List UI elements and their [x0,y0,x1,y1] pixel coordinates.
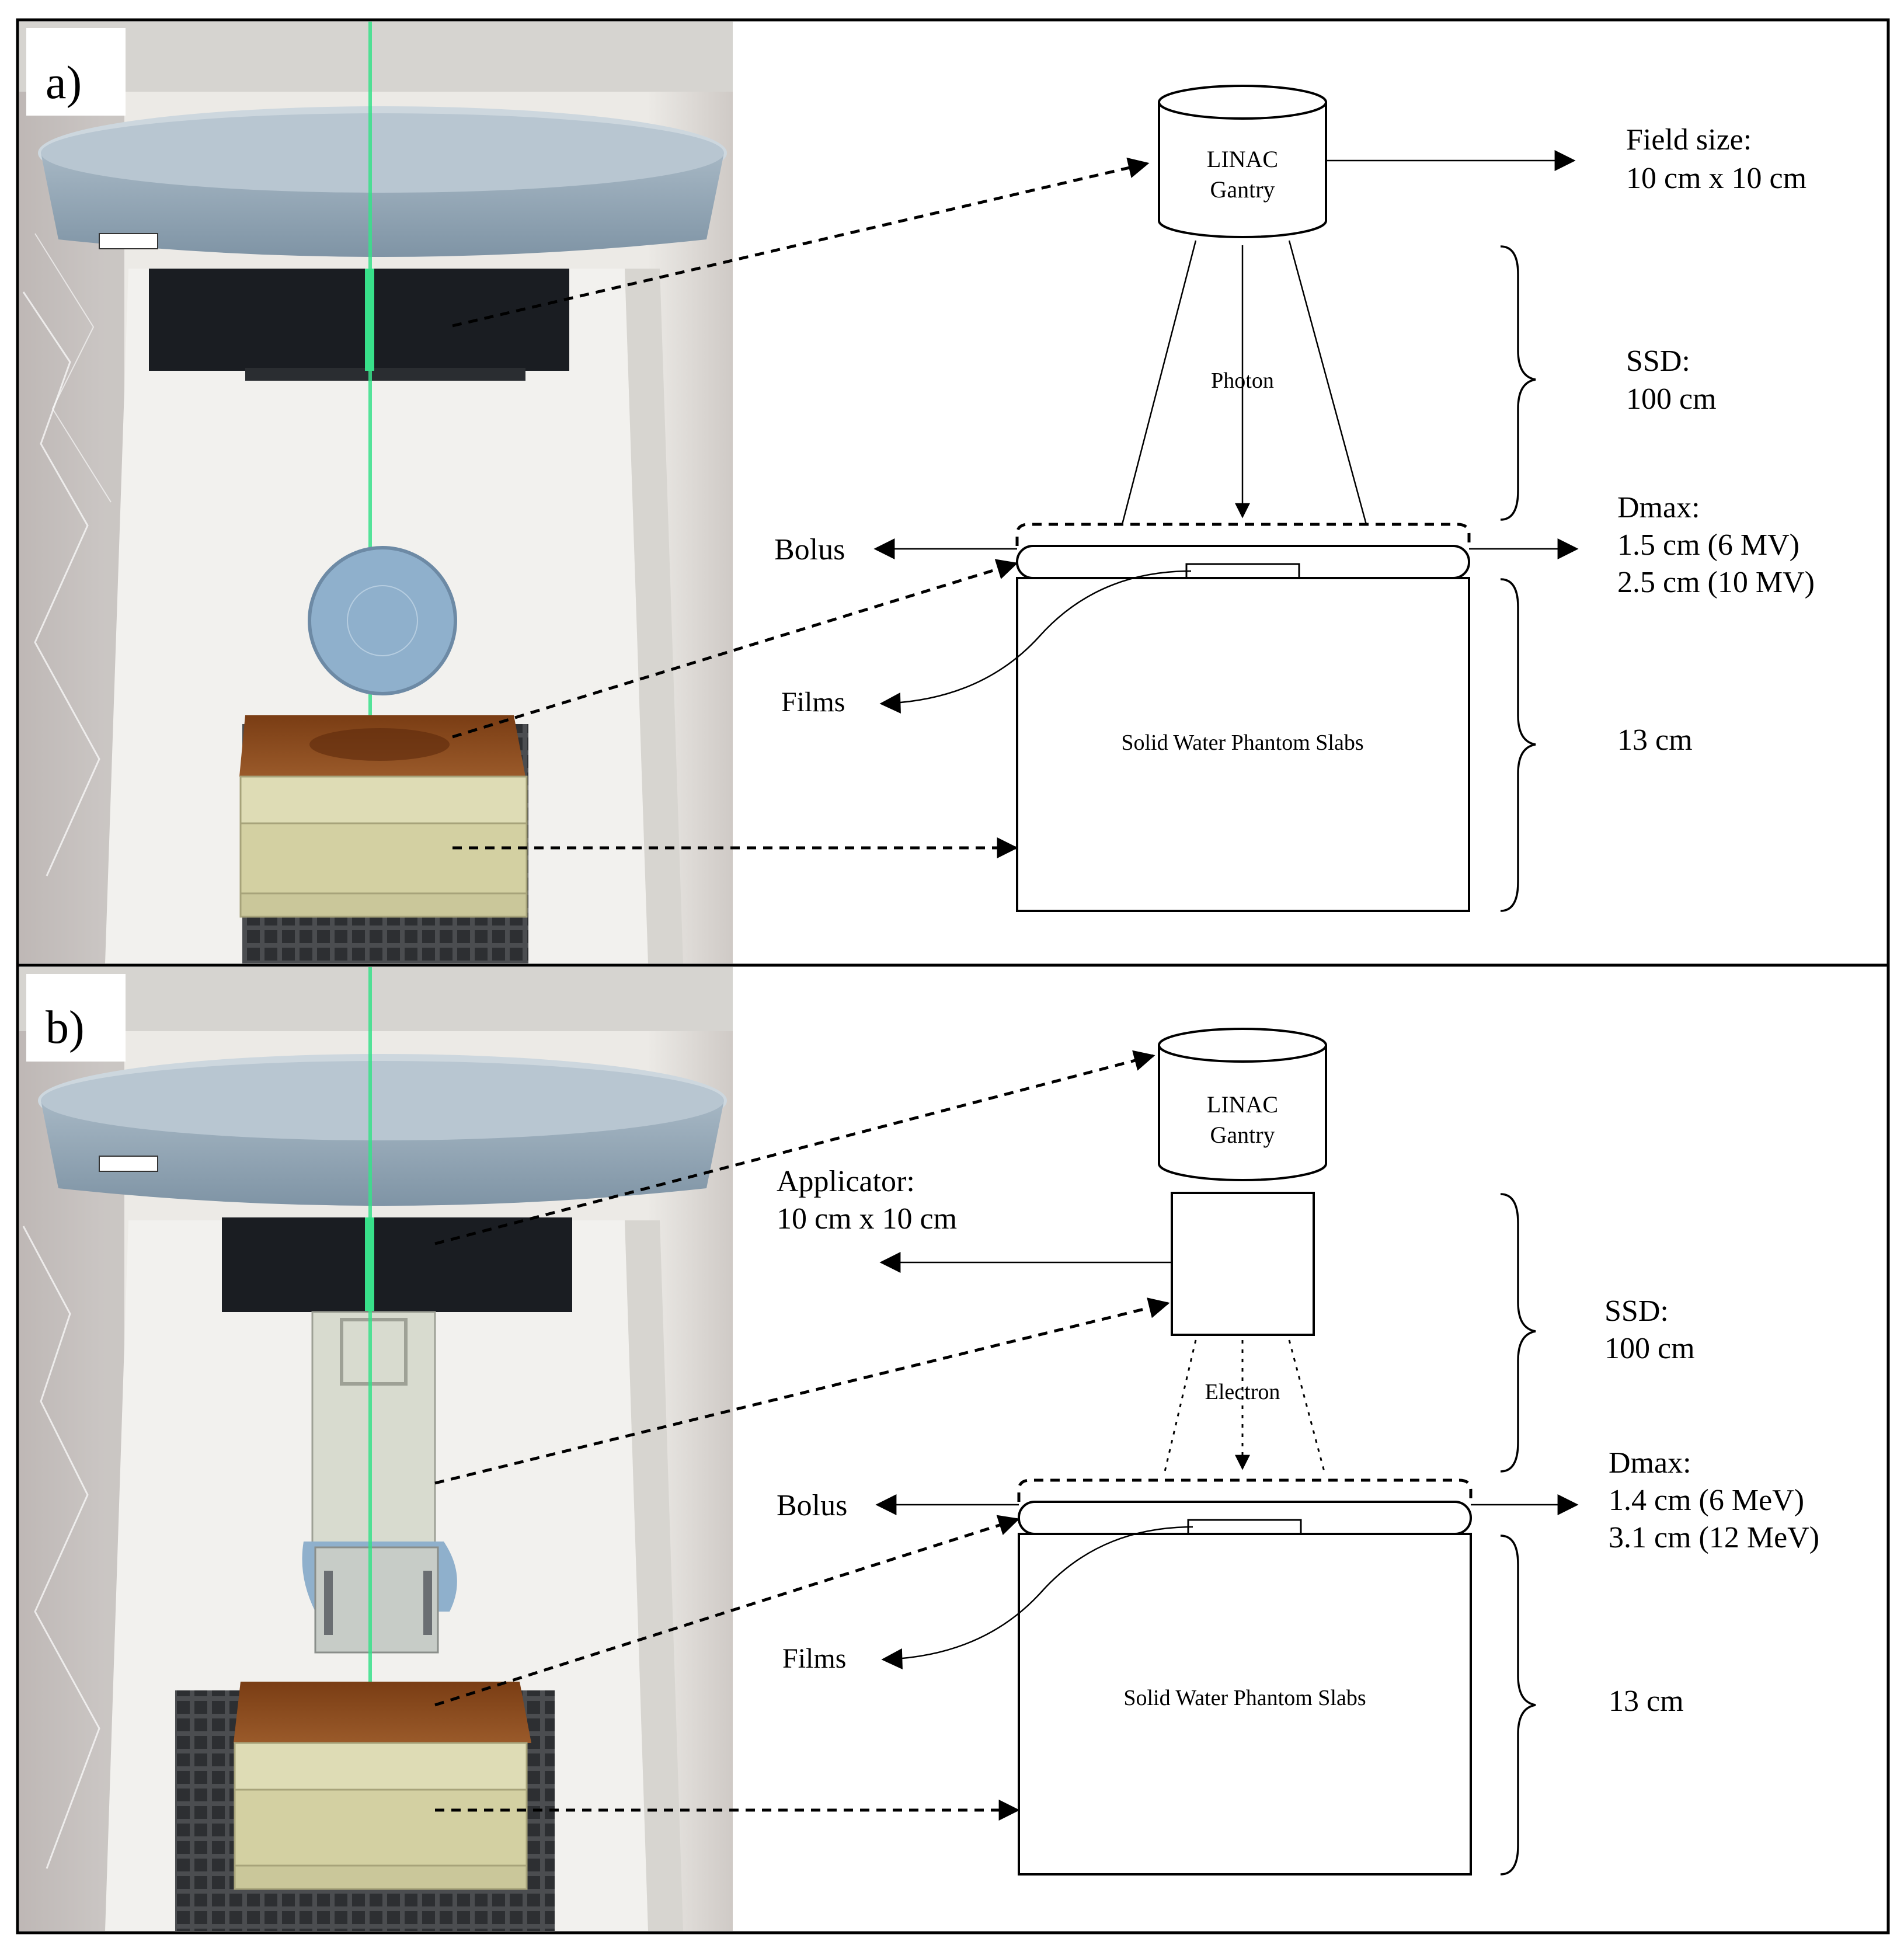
panel-b-beam-label: Electron [1205,1380,1280,1404]
panel-a-pointer-bolus [452,559,1018,739]
panel-b-beam-right [1288,1339,1325,1472]
panel-a-bolus-outline [1015,523,1471,546]
panel-b-tag: b) [46,1002,85,1053]
panel-a-bolus-label: Bolus [774,533,845,566]
panel-b-pointer-applicator [434,1297,1170,1485]
panel-a-photo [19,22,733,963]
panel-a-tag: a) [46,57,82,109]
panel-a-film [1185,563,1300,579]
panel-a-beam-right [1288,240,1367,525]
panel-b-gantry [1158,1028,1327,1181]
panel-b-film [1187,1519,1302,1535]
panel-a-gantry [1158,85,1327,238]
panel-a-slabs-label: Solid Water Phantom Slabs [1121,730,1363,755]
panel-a-pointer-gantry [452,157,1150,328]
panel-a-films-label: Films [781,687,845,718]
panel-b-films-label: Films [782,1643,846,1674]
panel-b-gantry-label-1: LINAC [1207,1091,1278,1118]
panel-a-slabs [1016,577,1470,912]
panel-b-beam-left [1164,1339,1197,1472]
panel-a-films-arrow [879,570,1192,714]
panel-b-bolus-label: Bolus [777,1489,847,1522]
panel-b-dmax-line-2: 3.1 cm (12 MeV) [1609,1521,1819,1554]
panel-b-films-arrow [881,1526,1193,1670]
panel-a-beam-left [1121,240,1197,525]
panel-a-dmax-title: Dmax: [1617,491,1700,524]
panel-a-dmax-line-2: 2.5 cm (10 MV) [1617,566,1815,599]
panel-b-gantry-label-2: Gantry [1210,1122,1275,1148]
laser-line-b [368,967,372,1931]
panel-a-field-value: 10 cm x 10 cm [1626,162,1806,195]
panel-b-pointer-gantry [434,1050,1155,1245]
panel-b-thickness-brace [1500,1535,1536,1876]
panel-a-ssd-title: SSD: [1626,345,1690,378]
figure-frame [16,18,1890,1934]
panel-a-ssd-value: 100 cm [1626,382,1717,416]
panel-b-thickness-label: 13 cm [1609,1685,1684,1718]
panel-a-gantry-label-1: LINAC [1207,146,1278,172]
panel-b-ssd-value: 100 cm [1604,1332,1695,1365]
panel-b-dmax-title: Dmax: [1609,1446,1691,1480]
panel-b-diagram: LINAC Gantry Applicator: 10 cm x 10 cm E… [434,1028,1819,1876]
panel-a-dmax-line-1: 1.5 cm (6 MV) [1617,528,1799,562]
panel-a-ssd-brace [1500,245,1536,521]
panel-b-dmax-line-1: 1.4 cm (6 MeV) [1609,1484,1804,1517]
panel-a-thickness-label: 13 cm [1617,723,1693,757]
panel-a-field-title: Field size: [1626,123,1752,156]
laser-line [368,22,372,963]
panel-b-pointer-bolus [434,1515,1020,1707]
panel-b-applicator-value: 10 cm x 10 cm [777,1202,957,1236]
panel-a-gantry-label-2: Gantry [1210,176,1275,203]
panel-a-diagram: LINAC Gantry Photon Field size: 10 cm x … [452,85,1815,912]
panel-a-thickness-brace [1500,578,1536,912]
panel-b-slabs [1018,1533,1472,1876]
panel-b-applicator-title: Applicator: [777,1165,915,1198]
panel-b-slabs-label: Solid Water Phantom Slabs [1123,1686,1366,1710]
panel-b-ssd-brace [1500,1193,1536,1473]
panel-b-ssd-title: SSD: [1604,1295,1669,1328]
panel-a-beam-label: Photon [1211,368,1274,393]
panel-b-photo [19,967,733,1931]
panel-b-bolus-outline [1017,1478,1473,1502]
panel-b-applicator [1171,1192,1315,1336]
